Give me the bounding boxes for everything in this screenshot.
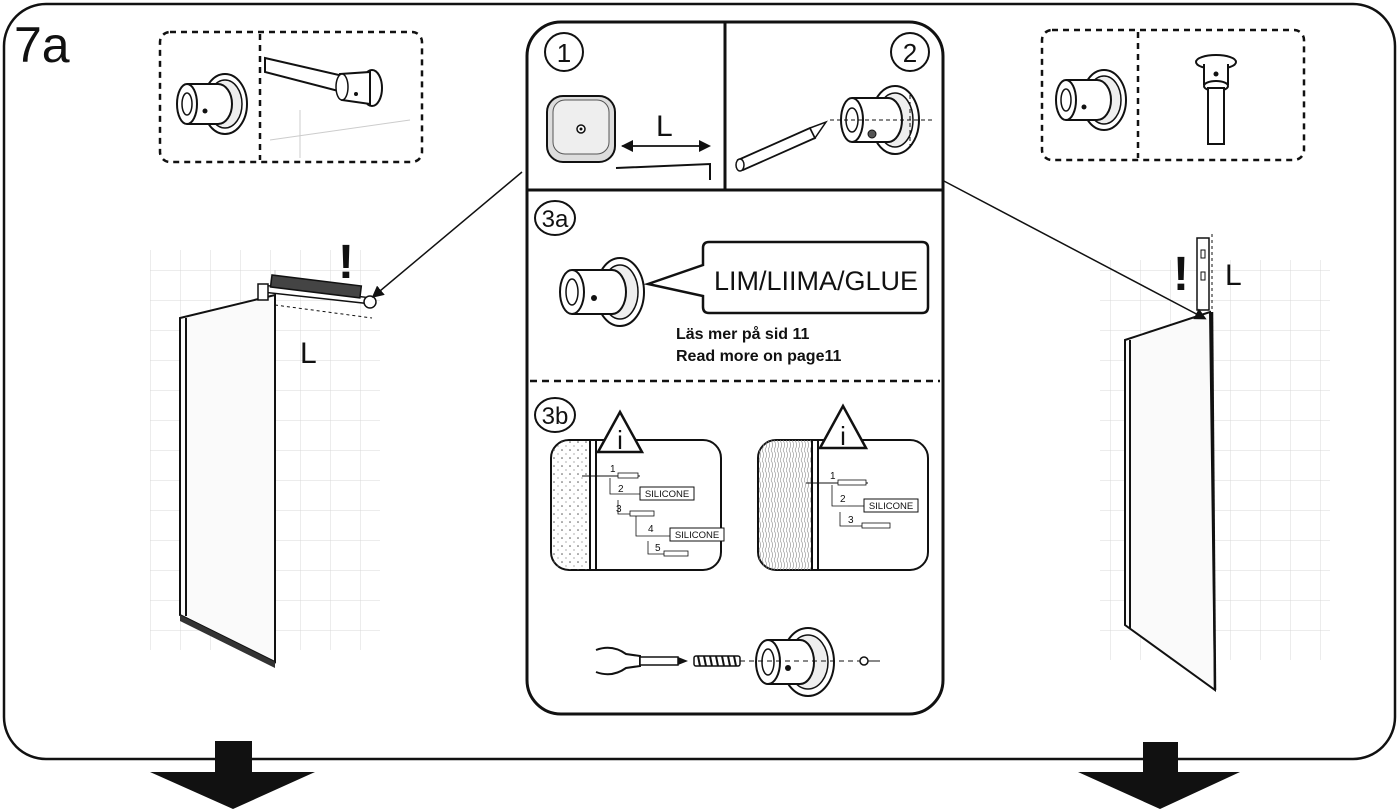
step-number: 2 bbox=[903, 38, 917, 68]
alert-mark: ! bbox=[1173, 248, 1189, 301]
step-index: 5 bbox=[655, 543, 661, 554]
note-english: Read more on page11 bbox=[676, 348, 841, 365]
masonry-wall-diagram: i 1 2 SILICONE 3 4 SILICONE 5 bbox=[550, 409, 725, 571]
step-number-badge bbox=[544, 32, 584, 72]
right-shower-scene: ! L bbox=[1100, 234, 1330, 692]
center-instruction-panel: 1 L 2 bbox=[525, 20, 945, 716]
step-number: 1 bbox=[557, 38, 571, 68]
step-number-badge bbox=[534, 200, 576, 236]
mounted-rod-icon bbox=[264, 56, 411, 158]
connector-line-right bbox=[941, 179, 1207, 320]
step-1-panel: 1 L bbox=[544, 32, 711, 180]
step-number: 3a bbox=[542, 206, 569, 233]
left-shower-scene: ! L bbox=[150, 236, 380, 668]
measure-label: L bbox=[1225, 259, 1242, 292]
step-label: 7a bbox=[14, 17, 70, 73]
step-index: 1 bbox=[610, 464, 616, 475]
alert-mark: ! bbox=[338, 236, 354, 289]
pencil-icon bbox=[735, 120, 828, 172]
measure-label: L bbox=[300, 337, 317, 370]
glass-panel bbox=[1124, 310, 1217, 692]
silicone-tube bbox=[639, 486, 695, 501]
down-arrow-right bbox=[1078, 742, 1240, 809]
silicone-tube bbox=[863, 498, 919, 513]
page-frame bbox=[2, 2, 1397, 761]
silicone-label: SILICONE bbox=[645, 489, 689, 500]
left-detail-inset bbox=[158, 30, 424, 164]
warning-triangle bbox=[595, 409, 645, 454]
step-3a-panel: 3a LIM/LIIMA/GLUE Läs mer på sid 11 Read… bbox=[534, 200, 930, 365]
warning-symbol: i bbox=[840, 421, 846, 451]
screw-icon bbox=[693, 655, 741, 667]
warning-triangle bbox=[817, 403, 869, 450]
measure-label: L bbox=[656, 110, 673, 143]
right-detail-inset bbox=[1040, 28, 1306, 162]
step-2-panel: 2 bbox=[735, 32, 935, 172]
step-index: 2 bbox=[618, 484, 624, 495]
silicone-label: SILICONE bbox=[869, 501, 913, 512]
glue-label: LIM/LIIMA/GLUE bbox=[714, 266, 918, 296]
step-index: 3 bbox=[848, 515, 854, 526]
step-index: 2 bbox=[840, 494, 846, 505]
step-number: 3b bbox=[542, 403, 569, 430]
silicone-label: SILICONE bbox=[675, 530, 719, 541]
wall-bracket-icon bbox=[559, 257, 645, 327]
warning-symbol: i bbox=[617, 425, 623, 455]
down-arrow-left bbox=[150, 741, 315, 809]
step-index: 1 bbox=[830, 471, 836, 482]
connector-line-left bbox=[371, 171, 523, 298]
wall-bracket-icon bbox=[176, 73, 248, 135]
note-swedish: Läs mer på sid 11 bbox=[676, 325, 810, 343]
wood-wall-diagram: i 1 2 SILICONE 3 bbox=[757, 403, 929, 571]
wall-bracket-icon bbox=[755, 627, 835, 697]
step-index: 3 bbox=[616, 504, 622, 515]
glue-callout bbox=[643, 240, 930, 315]
glass-panel bbox=[179, 293, 276, 664]
silicone-tube bbox=[669, 527, 725, 542]
screwdriver-assembly bbox=[595, 627, 880, 697]
step-number-badge bbox=[890, 32, 930, 72]
step-index: 4 bbox=[648, 524, 654, 535]
ceiling-rod-icon bbox=[1195, 54, 1237, 145]
step-number-badge bbox=[534, 397, 576, 433]
wall-bracket-icon bbox=[1055, 69, 1127, 131]
step-3b-panel: 3b i 1 2 SILICONE 3 bbox=[534, 397, 929, 697]
spirit-level bbox=[269, 274, 363, 299]
